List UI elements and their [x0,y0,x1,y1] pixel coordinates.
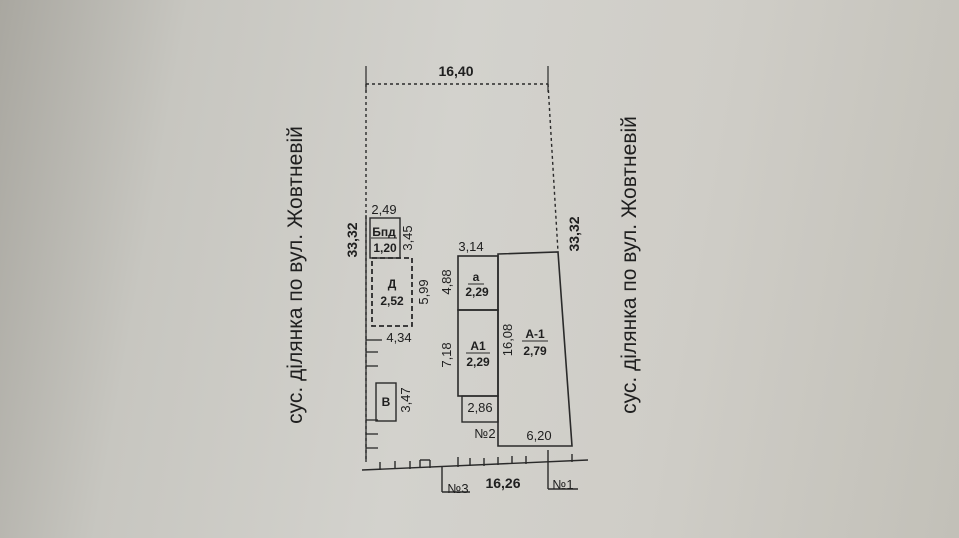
building-d [371,257,413,327]
dim-bpd-width: 2,49 [371,202,396,217]
label-d-name: Д [388,277,397,291]
label-bpd-value: 1,20 [373,241,397,255]
marker-n3: №3 [447,481,468,496]
dim-left-length: 33,32 [344,222,360,257]
left-fence [365,215,382,462]
right-neighbor-label: сус. ділянка по вул. Жовтневій [618,116,641,414]
dim-v-length: 3,47 [398,387,413,412]
dim-right-length: 33,32 [566,216,582,251]
dim-porch: 2,86 [467,400,492,415]
dim-house-width: 6,20 [526,428,551,443]
dim-a-1-length: 16,08 [500,324,515,357]
bottom-frontage [361,450,589,493]
label-bpd-name: Бпд [372,225,396,239]
dim-d-width: 4,34 [386,330,411,345]
label-a1-value: 2,29 [466,355,490,369]
dim-bottom-width: 16,26 [485,475,520,491]
dim-d-length: 5,99 [416,279,431,304]
label-a-1-value: 2,79 [523,344,547,358]
marker-n2: №2 [474,426,495,441]
label-a1-name: А1 [470,339,486,353]
label-a-1-name: А-1 [525,327,545,341]
dim-bpd-length: 3,45 [400,225,415,250]
label-v-name: В [382,395,391,409]
marker-n1: №1 [552,477,573,492]
left-neighbor-label: сус. ділянка по вул. Жовтневій [284,126,307,424]
dim-a-width: 3,14 [458,239,483,254]
porch [461,395,499,423]
label-d-value: 2,52 [380,294,404,308]
room-underlines [371,237,548,354]
top-dimension-line [365,66,549,92]
dim-top-width: 16,40 [438,63,473,79]
dim-a1-length: 7,18 [439,342,454,367]
building-v [375,382,397,422]
label-a-value: 2,29 [465,285,489,299]
dim-a-length: 4,88 [439,269,454,294]
label-a-name: а [473,270,480,284]
